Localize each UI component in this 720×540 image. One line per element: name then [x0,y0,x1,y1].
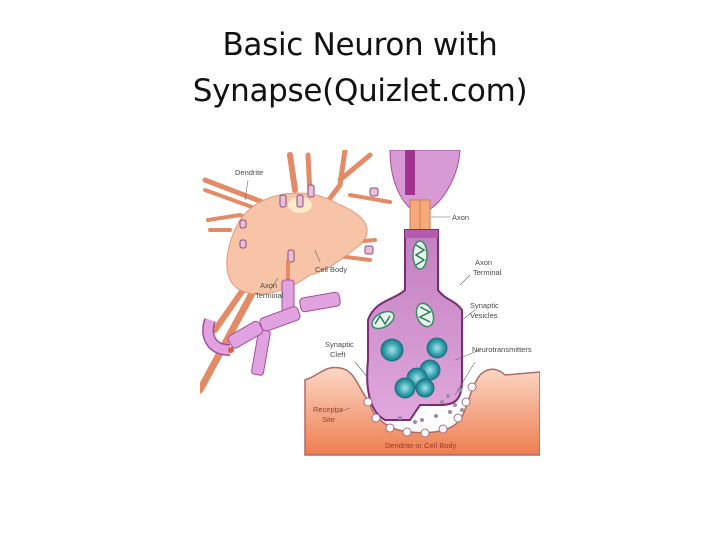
label-synaptic-vesicles-2: Vesicles [470,311,498,320]
label-axon-terminal-right-2: Terminal [473,268,502,277]
neurotransmitters [398,388,464,424]
postsynaptic-cell [304,366,541,456]
label-dendrite-or-cell-body: Dendrite or Cell Body [385,441,457,450]
title-line-2: Synapse(Quizlet.com) [192,73,528,109]
label-axon: Axon [452,213,469,222]
label-receptor-site-1: Receptor [313,405,344,414]
presynaptic-terminal [366,149,463,421]
label-receptor-site-2: Site [322,415,335,424]
label-dendrite: Dendrite [235,168,263,177]
label-synaptic-cleft-2: Cleft [330,350,346,359]
receptor-sites [363,382,477,438]
title-line-1: Basic Neuron with [222,27,498,63]
slide-title: Basic Neuron with Synapse(Quizlet.com) [0,22,720,114]
synaptic-vesicles [380,337,448,399]
label-cell-body: Cell Body [315,265,347,274]
label-neurotransmitters: Neurotransmitters [472,345,532,354]
label-axon-terminal-right-1: Axon [475,258,492,267]
neuron-synapse-diagram: Dendrite Cell Body Axon Terminal Axon Ax… [196,147,541,460]
label-synaptic-vesicles-1: Synaptic [470,301,499,310]
label-axon-terminal-left-2: Terminal [255,291,284,300]
label-synaptic-cleft-1: Synaptic [325,340,354,349]
label-axon-terminal-left-1: Axon [260,281,277,290]
left-axon [202,260,341,376]
